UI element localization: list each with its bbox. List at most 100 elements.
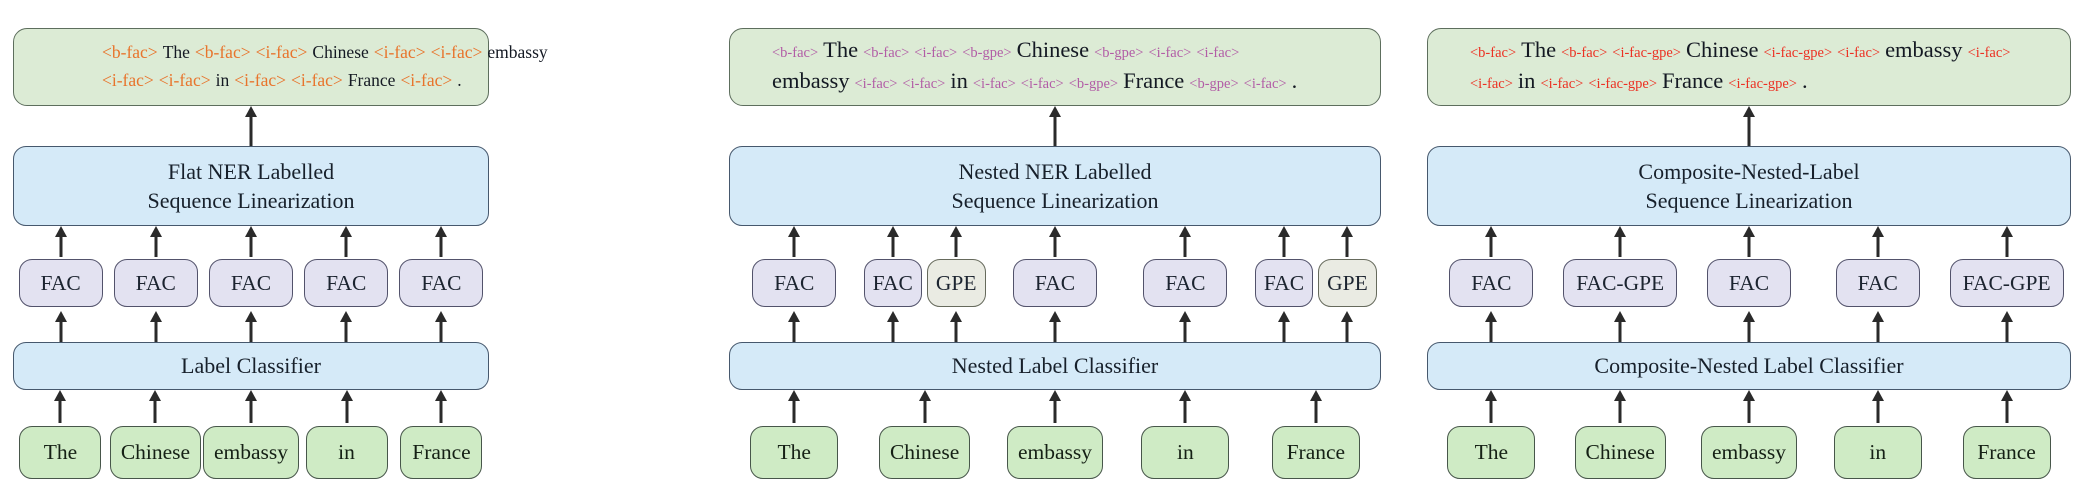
ner-tag: <i-fac> [234,70,287,90]
arrow-up-icon [1047,106,1063,146]
label-classifier-box: Label Classifier [13,342,489,390]
label-cell: FAC [1835,226,1920,342]
word-box: France [1962,426,2051,479]
arrow-up-icon [1870,390,1886,423]
gpe-label-box: GPE [1318,259,1377,307]
arrow-up-icon [1308,390,1324,423]
label-box: FAC [1706,259,1791,307]
panel-flat-ner: <b-fac>The<b-fac><i-fac>Chinese<i-fac><i… [13,28,548,479]
label-box: FAC [113,259,198,307]
token-word: Chinese [312,42,369,62]
arrow-up-icon [1276,226,1292,257]
arrow-up-icon [1612,226,1628,257]
ner-tag: <b-fac> [863,45,910,61]
arrow-up-icon [1612,311,1628,342]
label-box: FAC [18,259,103,307]
word-cell: France [400,390,483,479]
labelled-sequence-box: <b-fac>The<b-fac><i-fac>Chinese<i-fac><i… [13,28,548,106]
word-box: The [19,426,102,479]
word-slot: The [1427,390,1556,479]
word-slot: France [1251,390,1381,479]
arrow-up-icon [1177,311,1193,342]
label-cell: FAC-GPE [1949,226,2064,342]
word-slot: France [1942,390,2071,479]
label-slot: FAC [13,226,108,342]
arrow-up-icon [433,390,449,423]
ner-tag: <i-fac> [1540,76,1584,92]
word-cell: in [305,390,388,479]
arrow-up-icon [1741,390,1757,423]
arrow-up-icon [148,311,164,342]
linearized-sequence-line: embassy<i-fac><i-fac>in<i-fac><i-fac><b-… [772,67,1380,98]
arrow-up-icon [1612,390,1628,423]
arrow-up-icon [1177,226,1193,257]
label-cell: FAC [113,226,198,342]
word-slot: in [1813,390,1942,479]
arrow-up-icon [243,390,259,423]
label-classifier-box: Composite-Nested Label Classifier [1427,342,2071,390]
label-slot: FAC [1813,226,1942,342]
ner-tag: <i-fac> [1243,76,1287,92]
token-word: . [1291,68,1298,93]
word-box: Chinese [109,426,202,479]
label-cell: GPE [1318,226,1377,342]
ner-tag: <i-fac> [400,70,453,90]
label-box: FAC [1013,259,1098,307]
ner-tag: <b-fac> [772,45,819,61]
word-cell: Chinese [878,390,971,479]
label-slot: FAC [1685,226,1814,342]
arrow-up-icon [1741,311,1757,342]
word-cell: The [1447,390,1536,479]
token-word: in [215,70,230,90]
word-slot: The [729,390,859,479]
arrow-up-icon [53,311,69,342]
word-slot: France [394,390,489,479]
arrow-up-icon [1870,226,1886,257]
word-cell: France [1271,390,1360,479]
ner-tag: <b-fac> [1561,45,1608,61]
linearized-sequence-line: <i-fac><i-fac>in<i-fac><i-fac>France<i-f… [102,67,488,95]
token-word: . [1801,68,1808,93]
label-cell: FAC [752,226,837,342]
label-cell: GPE [926,226,986,342]
arrow-up-icon [1339,226,1355,257]
arrow-up-icon [786,390,802,423]
arrow-up-icon [1483,226,1499,257]
gpe-label-box: GPE [926,259,986,307]
arrow-up-icon [885,226,901,257]
arrow-up-icon [1999,311,2015,342]
token-word: embassy [1885,37,1963,62]
arrow-up-icon [1870,311,1886,342]
token-word: in [950,68,968,93]
label-box: FAC [752,259,837,307]
token-word: The [1521,37,1557,62]
linearization-label-line: Sequence Linearization [147,188,355,213]
arrow-up-icon [53,226,69,257]
word-box: embassy [1700,426,1798,479]
label-box: FAC [399,259,484,307]
label-cell: FAC [209,226,293,342]
linearized-sequence-line: <b-fac>The<b-fac><i-fac><b-gpe>Chinese<b… [772,36,1380,67]
word-cell: embassy [1700,390,1798,479]
arrow-up-icon [52,390,68,423]
token-word: The [823,37,859,62]
ner-tag: <i-fac-gpe> [1588,76,1658,92]
label-slot: FAC [990,226,1120,342]
label-slot: FAC [108,226,203,342]
ner-tag: <b-gpe> [1094,45,1144,61]
arrow-up-icon [243,311,259,342]
token-word: embassy [772,68,850,93]
panel-composite-nested-label: <b-fac>The<b-fac><i-fac-gpe>Chinese<i-fa… [1427,28,2071,479]
label-box: FAC [863,259,922,307]
arrow-up-icon [1483,311,1499,342]
label-cell: FAC [863,226,922,342]
arrow-up-icon [1047,311,1063,342]
word-box: embassy [1006,426,1104,479]
ner-tag: <i-fac> [854,76,898,92]
